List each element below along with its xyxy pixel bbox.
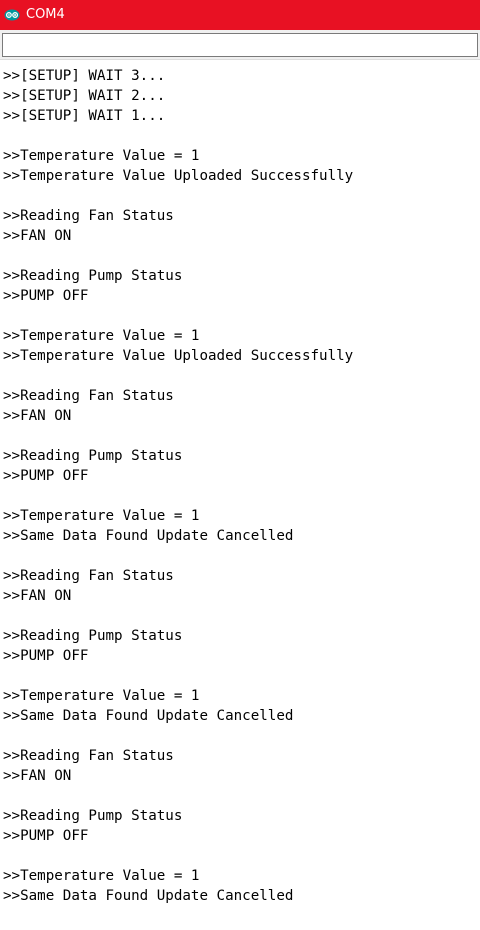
arduino-icon [4,7,20,23]
output-line: >>FAN ON [3,768,72,784]
output-line: >>Same Data Found Update Cancelled [3,708,294,724]
output-line [3,666,480,686]
output-line: >>[SETUP] WAIT 3... [3,68,166,84]
output-line: >>Reading Fan Status [3,208,174,224]
output-line: >>Reading Fan Status [3,748,174,764]
output-line: >>PUMP OFF [3,828,89,844]
output-line: >>PUMP OFF [3,468,89,484]
output-line: >>Temperature Value = 1 [3,868,200,884]
serial-output-area[interactable]: >>[SETUP] WAIT 3... >>[SETUP] WAIT 2... >>… [0,64,480,930]
output-line: >>Reading Pump Status [3,448,183,464]
output-line: >>FAN ON [3,228,72,244]
output-line: >>Temperature Value Uploaded Successfull… [3,348,354,364]
output-line [3,366,480,386]
output-line [3,246,480,266]
output-line: >>Reading Pump Status [3,628,183,644]
output-line: >>PUMP OFF [3,648,89,664]
output-line: >>Reading Fan Status [3,388,174,404]
serial-send-input[interactable] [2,33,478,57]
output-line: >>[SETUP] WAIT 2... [3,88,166,104]
output-line: >>FAN ON [3,408,72,424]
output-line [3,606,480,626]
window-title: COM4 [26,7,65,22]
output-line: >>Reading Fan Status [3,568,174,584]
output-line: >>Reading Pump Status [3,268,183,284]
output-line [3,726,480,746]
output-line [3,786,480,806]
output-line: >>FAN ON [3,588,72,604]
send-bar [0,30,480,60]
output-line: >>Reading Pump Status [3,808,183,824]
output-line: >>[SETUP] WAIT 1... [3,108,166,124]
output-line [3,426,480,446]
output-line [3,546,480,566]
output-line: >>Temperature Value = 1 [3,688,200,704]
output-line: >>Same Data Found Update Cancelled [3,528,294,544]
output-line: >>Temperature Value Uploaded Successfull… [3,168,354,184]
output-line: >>Temperature Value = 1 [3,148,200,164]
output-line: >>Temperature Value = 1 [3,328,200,344]
output-line [3,186,480,206]
title-bar[interactable]: COM4 [0,0,480,30]
output-line [3,486,480,506]
output-line [3,126,480,146]
output-line [3,846,480,866]
output-line: >>Same Data Found Update Cancelled [3,888,294,904]
output-line: >>Temperature Value = 1 [3,508,200,524]
output-line: >>PUMP OFF [3,288,89,304]
output-line [3,306,480,326]
